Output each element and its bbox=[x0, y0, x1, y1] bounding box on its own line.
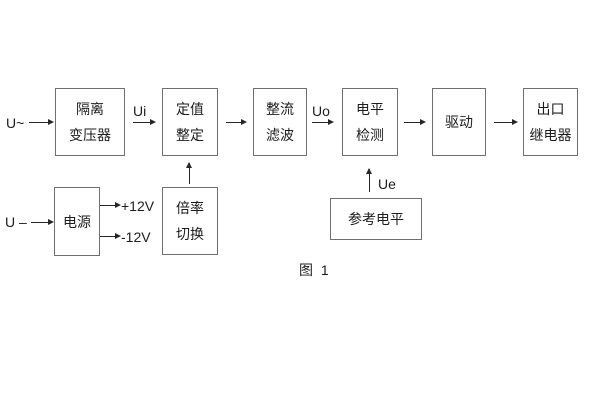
label-plus-12v: +12V bbox=[121, 198, 155, 214]
block-output-relay: 出口 继电器 bbox=[523, 88, 578, 156]
block-rectifier-filter-line1: 整流 bbox=[266, 101, 294, 118]
block-power-supply-label: 电源 bbox=[63, 213, 91, 230]
block-value-setting-line2: 整定 bbox=[176, 126, 204, 143]
arrow-power-supply-plus-12v bbox=[100, 201, 121, 208]
arrow-value-setting-to-rectifier bbox=[226, 118, 247, 125]
block-reference-level: 参考电平 bbox=[330, 198, 422, 240]
block-ratio-switch: 倍率 切换 bbox=[162, 187, 218, 255]
block-driver-label: 驱动 bbox=[445, 114, 473, 130]
block-rectifier-filter-line2: 滤波 bbox=[266, 126, 294, 143]
block-ratio-switch-line2: 切换 bbox=[176, 225, 204, 242]
block-isolation-transformer-line1: 隔离 bbox=[76, 101, 104, 118]
arrow-dc-input-to-power-supply bbox=[31, 218, 54, 225]
block-rectifier-filter: 整流 滤波 bbox=[253, 88, 307, 156]
block-output-relay-line1: 出口 bbox=[536, 101, 565, 118]
label-uo: Uo bbox=[312, 103, 330, 119]
arrow-power-supply-minus-12v bbox=[100, 232, 121, 239]
block-isolation-transformer: 隔离 变压器 bbox=[55, 88, 125, 156]
block-ratio-switch-line1: 倍率 bbox=[176, 200, 204, 217]
block-level-detector-line1: 电平 bbox=[356, 101, 384, 118]
arrow-transformer-to-value-setting bbox=[133, 118, 156, 125]
block-level-detector-line2: 检测 bbox=[356, 126, 384, 143]
block-power-supply: 电源 bbox=[54, 187, 100, 256]
arrow-driver-to-output-relay bbox=[494, 118, 518, 125]
arrow-ratio-switch-to-value-setting bbox=[186, 162, 192, 184]
label-ac-input: U~ bbox=[6, 115, 25, 131]
block-value-setting-line1: 定值 bbox=[176, 101, 204, 118]
figure-caption: 图 1 bbox=[299, 262, 331, 278]
block-isolation-transformer-line2: 变压器 bbox=[69, 126, 111, 143]
block-driver: 驱动 bbox=[432, 88, 486, 156]
label-minus-12v: -12V bbox=[121, 229, 151, 245]
arrow-level-detector-to-driver bbox=[404, 118, 426, 125]
block-output-relay-line2: 继电器 bbox=[529, 126, 572, 143]
arrow-reference-level-to-level-detector bbox=[366, 168, 372, 192]
block-value-setting: 定值 整定 bbox=[162, 88, 218, 156]
block-level-detector: 电平 检测 bbox=[342, 88, 398, 156]
arrow-rectifier-to-level-detector bbox=[312, 118, 334, 125]
arrow-ac-input-to-transformer bbox=[29, 118, 54, 125]
label-ui: Ui bbox=[133, 103, 147, 119]
label-dc-input: U – bbox=[5, 214, 27, 230]
label-ue: Ue bbox=[378, 176, 396, 192]
block-reference-level-label: 参考电平 bbox=[348, 211, 404, 227]
